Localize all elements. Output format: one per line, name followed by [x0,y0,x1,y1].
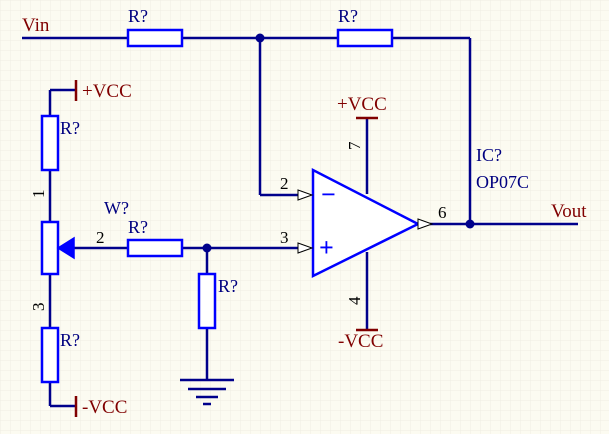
opamp-pin7-number: 7 [345,141,364,150]
resistor-input-label: R? [128,6,148,26]
wires [22,36,578,408]
junction-output [465,219,475,229]
resistor-divider-bottom-label: R? [60,330,80,350]
junction-noninv [202,243,212,253]
power-ports [74,80,378,417]
wiper-arrow-icon [56,236,75,260]
opamp-pin4-number: 4 [345,296,364,305]
opamp-pin2-number: 2 [280,174,289,193]
potentiometer-label: W? [104,198,129,218]
pot-pin3-number: 3 [29,303,48,312]
resistor-ground-body [197,272,217,330]
pot-pin2-number: 2 [96,228,105,247]
net-labels: Vin Vout +VCC -VCC +VCC -VCC [22,15,587,418]
pin2-arrow-icon [297,189,314,201]
resistor-feedback-body [336,28,394,48]
op-vneg-label: -VCC [338,331,383,352]
opamp-plus-sign: + [319,233,334,262]
opamp-triangle [311,167,421,279]
resistor-series-body [126,238,184,258]
potentiometer-body [40,220,60,276]
opamp-part-label: OP07C [476,172,529,192]
pin3-arrow-icon [297,242,314,254]
resistor-divider-top-body [40,114,60,172]
resistor-divider-bottom-body [40,326,60,384]
junctions [202,33,475,253]
pin-arrows [297,189,434,254]
pin-numbers: 2 3 6 2 1 3 7 4 [29,141,447,311]
resistor-feedback-label: R? [338,6,358,26]
resistor-ground-label: R? [218,276,238,296]
opamp-pin6-number: 6 [438,203,447,222]
opamp-designator: IC? [476,145,502,165]
resistor-divider-top-label: R? [60,118,80,138]
vin-label: Vin [22,15,50,36]
ground-icon [180,378,234,406]
resistor-input-body [126,28,184,48]
vcc-pos-label: +VCC [82,81,132,102]
junction-top [255,33,265,43]
op-vpos-label: +VCC [337,94,387,115]
vcc-neg-label: -VCC [82,397,127,418]
pot-pin1-number: 1 [29,190,48,199]
resistor-series-label: R? [128,217,148,237]
vout-label: Vout [551,201,587,222]
opamp-pin3-number: 3 [280,228,289,247]
opamp-minus-sign: − [321,180,336,209]
resistor-bodies [40,28,394,384]
pin6-arrow-icon [417,218,434,230]
designators: R? R? R? R? R? R? W? IC? OP07C [60,6,529,350]
